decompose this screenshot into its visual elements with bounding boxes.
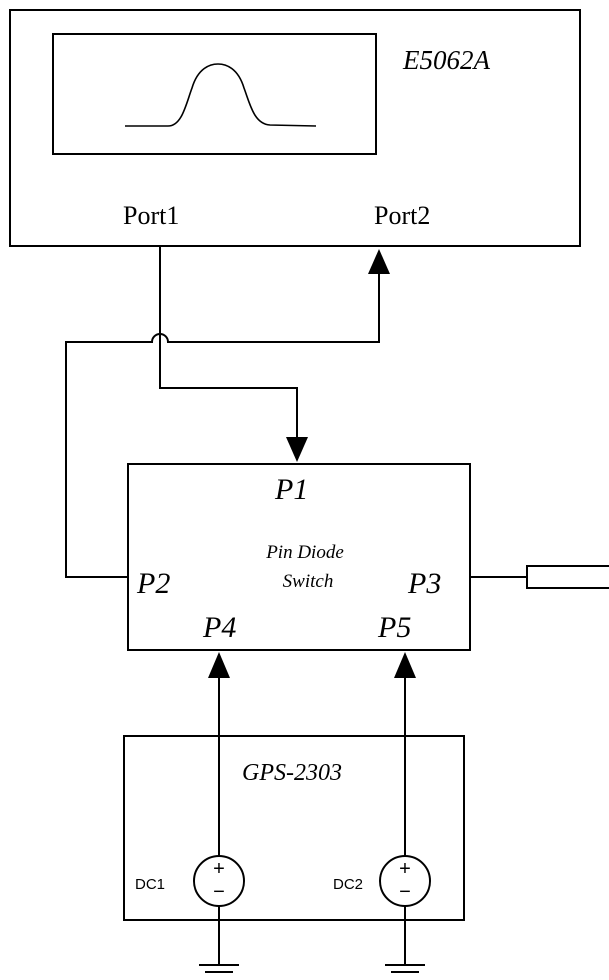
dc1-source: + − DC1 (135, 652, 245, 973)
load-termination (526, 565, 609, 589)
port-label-p4: P4 (202, 611, 236, 644)
power-supply-box (123, 735, 465, 921)
port-label-p1: P1 (274, 473, 308, 506)
p4-arrowhead (208, 652, 230, 678)
dc2-plus-sign: + (399, 858, 411, 880)
dc1-label: DC1 (135, 876, 165, 893)
p2-to-port2-cable (65, 272, 380, 578)
port-label-p5: P5 (377, 611, 411, 644)
switch-box (127, 463, 471, 651)
p1-arrowhead (286, 437, 308, 462)
switch-title-line2: Switch (283, 571, 334, 592)
dc1-plus-sign: + (213, 858, 225, 880)
analyzer-screen (52, 33, 377, 155)
switch-title-line1: Pin Diode (265, 542, 344, 563)
pin-diode-switch: P1 Pin Diode Switch P2 P3 P4 P5 (127, 463, 471, 651)
dc2-label: DC2 (333, 876, 363, 893)
port-label-p3: P3 (407, 567, 441, 600)
ground-icon (199, 964, 239, 973)
ground-icon (385, 964, 425, 973)
rf-cables (65, 246, 609, 589)
network-analyzer: E5062A Port1 Port2 (9, 9, 581, 247)
screen-trace (125, 63, 317, 127)
port2-arrowhead (368, 249, 390, 274)
dc1-minus-sign: − (213, 881, 225, 903)
port1-label: Port1 (123, 201, 179, 230)
p5-arrowhead (394, 652, 416, 678)
dc2-minus-sign: − (399, 881, 411, 903)
power-supply-model-label: GPS-2303 (242, 760, 342, 786)
dc2-source: + − DC2 (333, 652, 431, 973)
power-supply: GPS-2303 + − DC1 + − DC2 (123, 652, 465, 973)
port1-to-p1-cable (159, 246, 298, 438)
analyzer-box (9, 9, 581, 247)
port2-label: Port2 (374, 201, 430, 230)
port-label-p2: P2 (136, 567, 170, 600)
analyzer-model-label: E5062A (402, 45, 490, 75)
